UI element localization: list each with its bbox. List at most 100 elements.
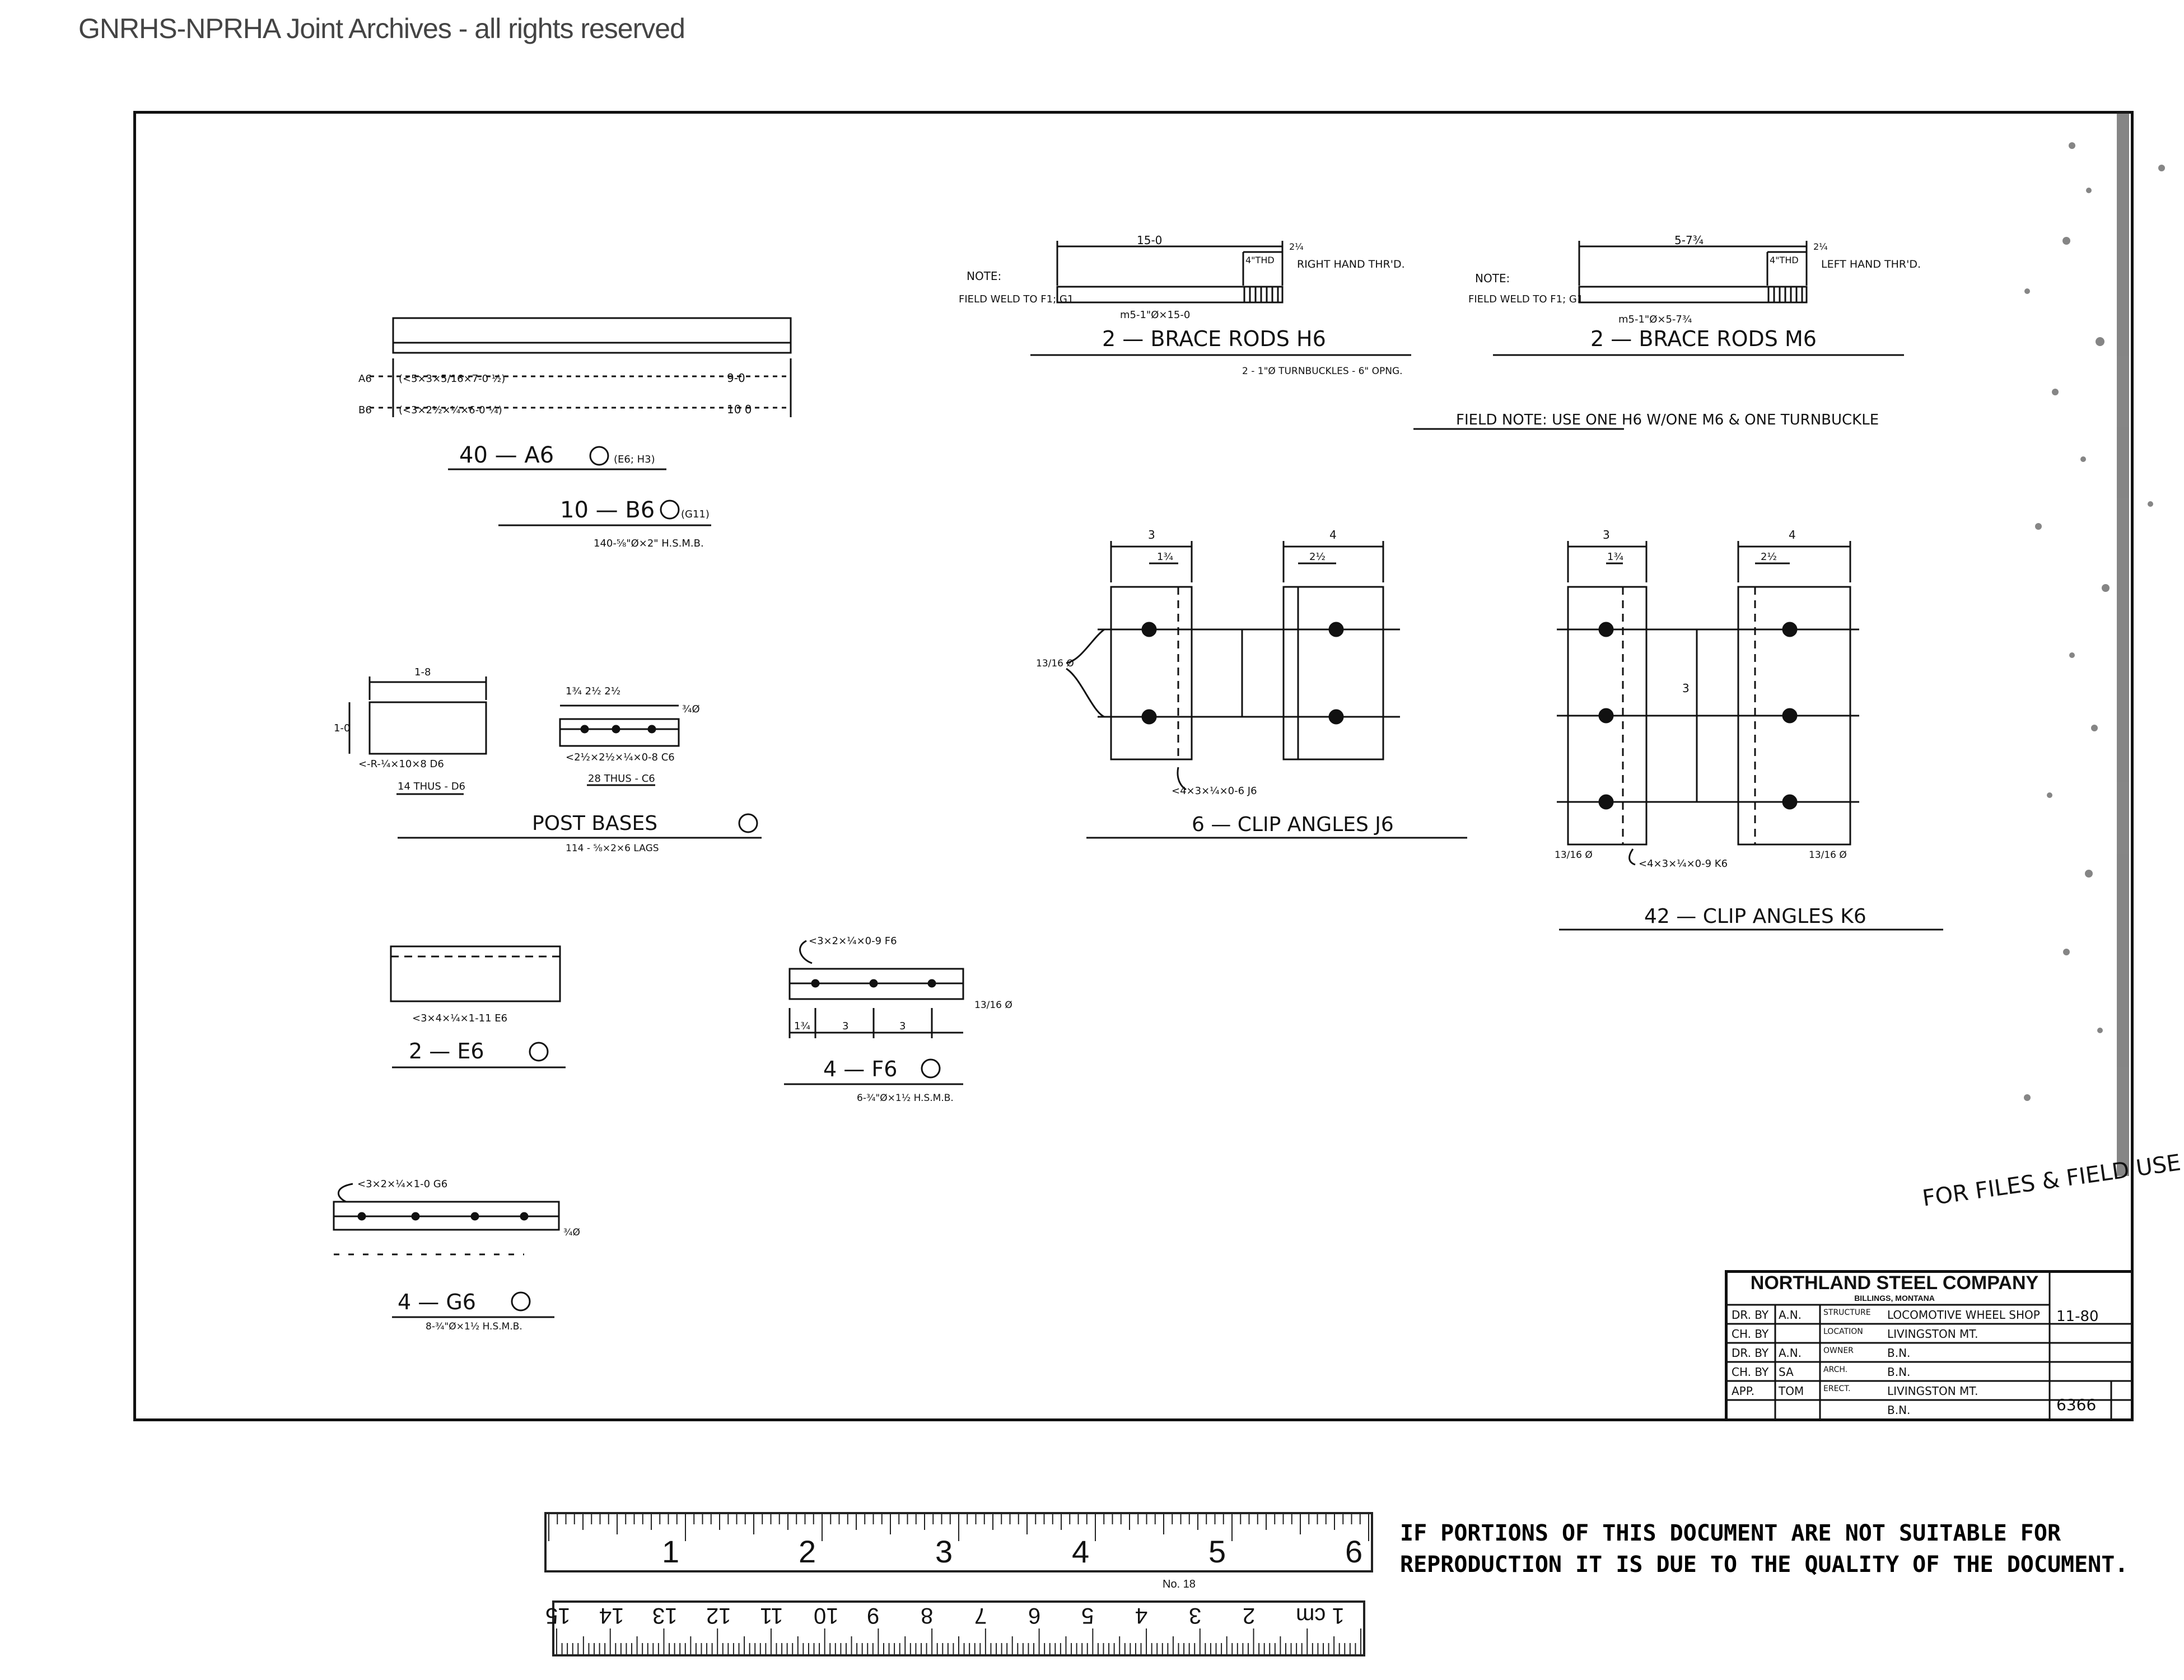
cm-label: 1 cm bbox=[1296, 1603, 1345, 1628]
k6-pitch: 3 bbox=[1682, 682, 1690, 695]
j6-dim-right: 4 bbox=[1329, 528, 1337, 542]
f6-dim-1: 1¾ bbox=[794, 1020, 810, 1032]
g6-spec: <3×2×¼×1-0 G6 bbox=[357, 1178, 447, 1190]
tb-drawing-number: 6366 bbox=[2056, 1396, 2097, 1414]
h6-title: 2 — BRACE RODS H6 bbox=[1102, 326, 1326, 351]
f6-title: 4 — F6 bbox=[823, 1057, 897, 1081]
f6-hole: 13/16 Ø bbox=[974, 1000, 1012, 1011]
title-a6-note: (E6; H3) bbox=[614, 454, 655, 465]
detail-a6-b6: A6 (<5×3×5/16×7-0 ½) 9-0 B6 (<3×2½×¼×6-0… bbox=[358, 317, 792, 549]
drawing-sheet bbox=[133, 111, 2134, 1421]
f6-spec: <3×2×¼×0-9 F6 bbox=[809, 935, 897, 947]
k6-dim-left-inner: 1¾ bbox=[1607, 551, 1623, 563]
cm-label: 10 bbox=[813, 1603, 839, 1628]
row-b6-spec: (<3×2½×¼×6-0 ¼) bbox=[399, 404, 502, 416]
k6-spec: <4×3×¼×0-9 K6 bbox=[1639, 858, 1728, 870]
a6-b6-bolts: 140-⅝"Ø×2" H.S.M.B. bbox=[594, 538, 704, 549]
cm-label: 11 bbox=[759, 1603, 783, 1628]
cm-label: 6 bbox=[1028, 1603, 1040, 1628]
row-a6-label: A6 bbox=[358, 373, 372, 385]
f6-dim-3: 3 bbox=[899, 1020, 906, 1032]
cm-label: 4 bbox=[1135, 1603, 1148, 1628]
m6-thread: 4"THD bbox=[1770, 255, 1799, 265]
inch-label-3: 3 bbox=[935, 1534, 953, 1569]
tb-value-1: A.N. bbox=[1779, 1308, 1802, 1322]
j6-dim-right-inner: 2½ bbox=[1309, 551, 1326, 563]
d6-count: 14 THUS - D6 bbox=[398, 781, 465, 792]
inch-label-4: 4 bbox=[1072, 1534, 1090, 1569]
tb-text-4: B.N. bbox=[1887, 1365, 1911, 1379]
inch-label-2: 2 bbox=[799, 1534, 816, 1569]
cm-label: 8 bbox=[921, 1603, 934, 1628]
h6-hand: RIGHT HAND THR'D. bbox=[1297, 258, 1405, 270]
cm-label: 7 bbox=[974, 1603, 987, 1628]
k6-hole-left: 13/16 Ø bbox=[1555, 850, 1593, 861]
inch-label-5: 5 bbox=[1208, 1534, 1226, 1569]
tb-field-3: OWNER bbox=[1823, 1346, 1854, 1355]
e6-title: 2 — E6 bbox=[409, 1039, 484, 1063]
title-block-city: BILLINGS, MONTANA bbox=[1854, 1294, 1935, 1303]
h6-note-label: NOTE: bbox=[967, 269, 1001, 283]
detail-clip-angles-k6: 3 1¾ 4 2½ 3 13/16 Ø 13/16 Ø <4×3×¼×0-9 K… bbox=[1555, 528, 1943, 931]
h6-thread: 4"THD bbox=[1245, 255, 1275, 265]
cm-label: 3 bbox=[1188, 1603, 1202, 1628]
g6-title: 4 — G6 bbox=[398, 1290, 476, 1314]
c6-dims: 1¾ 2½ 2½ bbox=[566, 685, 620, 697]
m6-note-text: FIELD WELD TO F1; G1 bbox=[1468, 293, 1583, 305]
scan-noise bbox=[2024, 112, 2165, 1176]
cm-label: 12 bbox=[706, 1603, 731, 1628]
title-block bbox=[1725, 1270, 2134, 1421]
k6-hole-right: 13/16 Ø bbox=[1809, 850, 1847, 861]
cm-label: 14 bbox=[599, 1603, 624, 1628]
m6-length: 5-7¾ bbox=[1674, 234, 1704, 247]
tb-field-2: LOCATION bbox=[1823, 1327, 1863, 1336]
m6-title: 2 — BRACE RODS M6 bbox=[1590, 326, 1817, 351]
detail-f6: 1¾ 3 3 13/16 Ø <3×2×¼×0-9 F6 4 — F6 6-¾"… bbox=[784, 935, 1012, 1104]
h6-mark: m5-1"Ø×15-0 bbox=[1120, 309, 1190, 321]
cm-label: 2 bbox=[1242, 1603, 1255, 1628]
inch-label-1: 1 bbox=[662, 1534, 680, 1569]
title-block-company: NORTHLAND STEEL COMPANY bbox=[1750, 1272, 2039, 1294]
cm-label: 5 bbox=[1081, 1603, 1094, 1628]
detail-brace-rods-h6: 15-0 4"THD 2¼ RIGHT HAND THR'D. NOTE: FI… bbox=[959, 234, 1411, 377]
m6-end-dim: 2¼ bbox=[1813, 241, 1828, 252]
tb-field-5: ERECT. bbox=[1823, 1384, 1851, 1393]
ruler-caption: No. 18 bbox=[1163, 1578, 1196, 1590]
tb-label-1: DR. BY bbox=[1732, 1308, 1769, 1322]
detail-g6: <3×2×¼×1-0 G6 ¾Ø 4 — G6 8-¾"Ø×1½ H.S.M.B… bbox=[333, 1178, 580, 1332]
title-a6: 40 — A6 bbox=[459, 442, 554, 468]
row-a6-length: 9-0 bbox=[727, 371, 745, 385]
e6-spec: <3×4×¼×1-11 E6 bbox=[412, 1012, 507, 1024]
tb-label-4: CH. BY bbox=[1732, 1365, 1769, 1379]
tb-value-3: A.N. bbox=[1779, 1346, 1802, 1360]
tb-label-5: APP. bbox=[1732, 1384, 1755, 1398]
tb-label-2: CH. BY bbox=[1732, 1327, 1769, 1341]
reproduction-notice: If portions of this document are not sui… bbox=[1400, 1520, 2129, 1578]
m6-hand: LEFT HAND THR'D. bbox=[1821, 258, 1921, 270]
j6-hole: 13/16 Ø bbox=[1036, 658, 1074, 669]
cm-label: 15 bbox=[545, 1603, 571, 1628]
c6-hole: ¾Ø bbox=[682, 703, 700, 715]
m6-mark: m5-1"Ø×5-7¾ bbox=[1618, 314, 1692, 325]
tb-text-5: LIVINGSTON MT. bbox=[1887, 1384, 1978, 1398]
c6-spec: <2½×2½×¼×0-8 C6 bbox=[566, 752, 675, 763]
post-bases-subtitle: 114 - ⅝×2×6 LAGS bbox=[566, 843, 659, 854]
tb-value-4: SA bbox=[1779, 1365, 1794, 1379]
tb-field-1: STRUCTURE bbox=[1823, 1308, 1871, 1317]
h6-end-dim: 2¼ bbox=[1289, 241, 1304, 252]
k6-dim-right-inner: 2½ bbox=[1761, 551, 1777, 563]
row-a6-spec: (<5×3×5/16×7-0 ½) bbox=[399, 373, 505, 385]
d6-height: 1-0 bbox=[334, 722, 350, 734]
f6-bolts: 6-¾"Ø×1½ H.S.M.B. bbox=[857, 1093, 954, 1104]
tb-date: 11-80 bbox=[2056, 1308, 2099, 1325]
detail-brace-rods-m6: 5-7¾ 4"THD 2¼ LEFT HAND THR'D. NOTE: FIE… bbox=[1468, 234, 1921, 356]
field-note: FIELD NOTE: USE ONE H6 W/ONE M6 & ONE TU… bbox=[1456, 412, 1879, 428]
h6-length: 15-0 bbox=[1137, 234, 1162, 247]
g6-hole: ¾Ø bbox=[563, 1227, 580, 1238]
inch-label-6: 6 bbox=[1345, 1534, 1363, 1569]
k6-title: 42 — CLIP ANGLES K6 bbox=[1644, 905, 1866, 928]
